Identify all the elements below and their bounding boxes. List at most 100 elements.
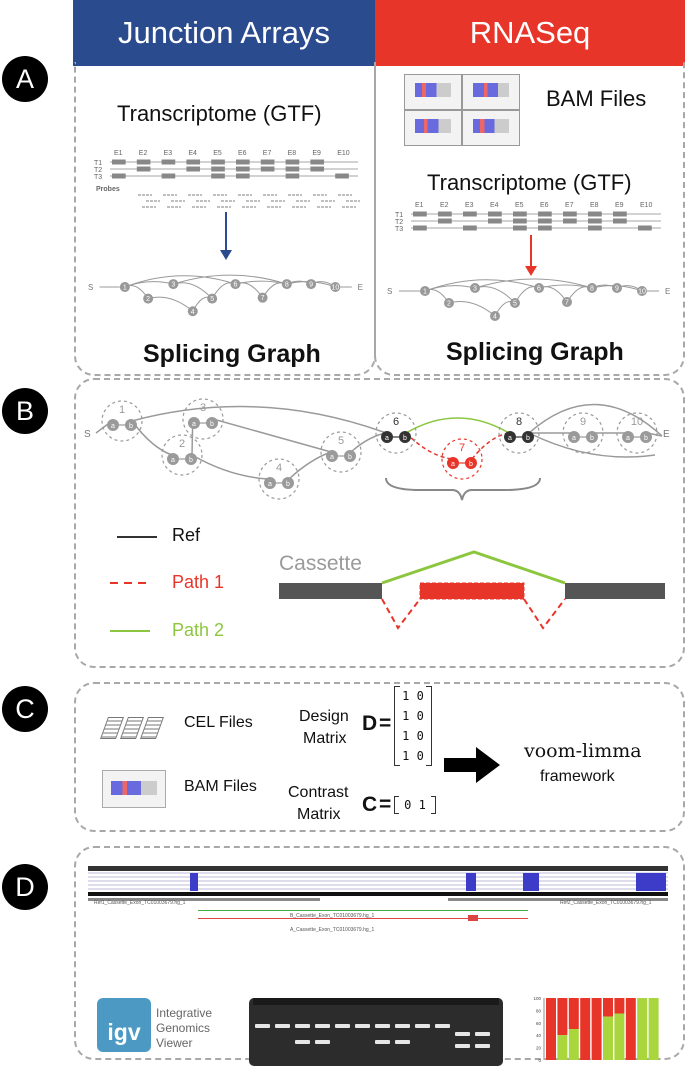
exon-block [236,166,250,172]
exon-label: E10 [337,150,350,157]
cassette-label: Cassette [279,552,362,575]
graph-start-label: S [84,429,91,440]
graph-node-label: 2 [146,296,150,303]
graph-edge [131,405,387,434]
exon-block [588,218,602,224]
gel-band [255,1024,270,1028]
contrast-label-1: Contrast [288,784,349,801]
bar-green [637,998,648,1060]
exon-block [613,218,627,224]
graph-node [168,279,179,290]
badge-a: A [2,56,48,102]
igv-text-2: Genomics [156,1021,211,1035]
bar-green [614,1013,625,1060]
exon-block [563,218,577,224]
graph-node [637,286,647,296]
badge-c: C [2,686,48,732]
bar-red [557,998,568,1036]
transcript-label: T1 [94,160,102,167]
graph-node-label: 2 [179,438,185,450]
exon-block [538,218,552,224]
graph-node-label: 1 [423,289,427,296]
exon-block [112,159,126,165]
exon-block [211,173,225,179]
panel-a-right [374,62,685,376]
graph-node-a [326,450,338,462]
gel-band [375,1040,390,1044]
exon-block [136,159,151,165]
graph-node [306,279,317,290]
track-label-ref1: Ref1_Cassette_Exon_TC01003679.hg_1 [94,900,186,906]
graph-node-b [465,457,477,469]
exon-block [186,166,201,172]
exon-block [538,211,552,217]
exon-block [513,211,527,217]
track-label-ref2: Ref2_Cassette_Exon_TC01003679.hg_1 [560,900,652,906]
gel-band [275,1024,290,1028]
gel-band [435,1024,450,1028]
graph-node-label: 5 [210,296,214,303]
graph-node-group [161,434,203,476]
graph-node [562,297,572,307]
graph-node-group [441,438,483,480]
bar-red [546,998,556,1060]
badge-d: D [2,864,48,910]
exon-block [488,211,502,217]
graph-node-b [399,431,411,443]
exon-label: E2 [139,150,148,157]
exon-block [260,166,275,172]
graph-node-label: 9 [580,416,586,428]
design-label-2: Matrix [303,730,347,747]
design-equals: = [379,712,392,735]
graph-node-label: 7 [565,300,569,307]
exon-block [488,218,502,224]
exon-block [335,173,349,179]
graph-node-b [185,453,197,465]
track-label-a: A_Cassette_Exon_TC01003679.hg_1 [290,927,375,933]
graph-node-b-label: b [526,435,530,442]
graph-node-label: 8 [590,286,594,293]
graph-node [281,279,292,290]
gel-band [335,1024,350,1028]
graph-node-label: 7 [459,442,465,454]
graph-node [612,283,622,293]
contrast-row: 0 1 [404,798,426,812]
graph-node-label: 6 [233,282,237,289]
exon-block [260,159,275,165]
transcript-label: T2 [94,167,102,174]
graph-node-b-label: b [210,421,214,428]
exon-block [563,211,577,217]
graph-edge [212,418,332,453]
graph-node-label: 1 [123,285,127,292]
graph-node-b-label: b [348,454,352,461]
graph-node-b-label: b [286,481,290,488]
graph-node-a-label: a [192,421,196,428]
graph-node-label: 8 [285,282,289,289]
bar-red [614,998,625,1014]
graph-node-a [107,419,119,431]
exon-block [236,173,250,179]
exon-label: E1 [415,202,424,209]
event-brace [385,477,541,501]
exon-label: E6 [540,202,549,209]
bar-red [591,998,602,1060]
graph-node [444,298,454,308]
igv-logo-icon: igv [97,998,151,1052]
badge-b: B [2,388,48,434]
exon-block [285,159,300,165]
graph-node-group [616,412,658,454]
cassette-exon-left [279,583,382,599]
bam-file-icon [102,770,166,808]
graph-node-label: 5 [513,301,517,308]
graph-edge [474,278,593,289]
header-rnaseq: RNASeq [375,0,685,66]
graph-edge [124,275,236,288]
bar-red [568,998,579,1029]
graph-node-group [182,398,224,440]
axis-tick-label: 80 [536,1008,542,1013]
exon-label: E10 [640,202,653,209]
